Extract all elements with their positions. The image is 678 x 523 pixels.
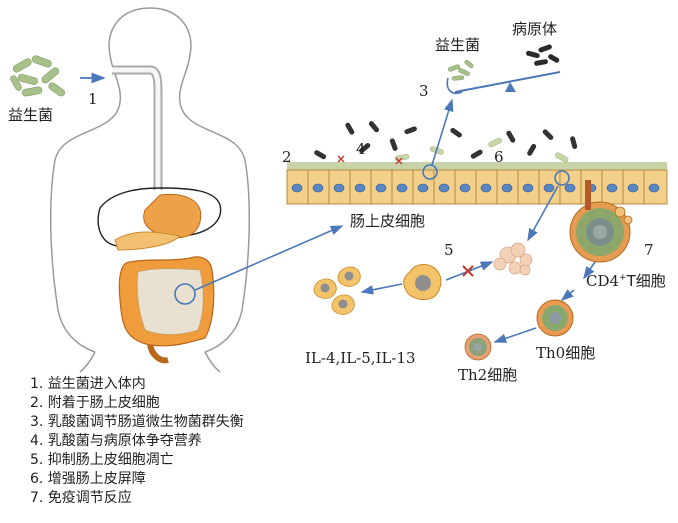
inhibit-crosses-surface: [337, 155, 403, 165]
legend-item-6: 6. 增强肠上皮屏障: [30, 471, 146, 487]
label-intestinal-epithelium: 肠上皮细胞: [350, 212, 426, 230]
label-number-3: 3: [419, 82, 429, 100]
cd4-superscript: +: [619, 273, 627, 283]
label-cd4-t-cell: CD4+T细胞: [586, 274, 666, 289]
intestine-focus-circle: [174, 283, 196, 305]
arrow-th0-to-th2: [493, 327, 537, 343]
pathogen-cluster-top: [526, 44, 560, 66]
pancreas: [114, 231, 182, 251]
legend-item-2: 2. 附着于肠上皮细胞: [30, 395, 160, 411]
probiotic-cluster-left: [10, 55, 66, 97]
arrow-to-apoptotic-cell: [527, 185, 559, 242]
cd4-prefix: CD4: [586, 272, 620, 290]
th0-cell: [536, 299, 574, 337]
apoptotic-cell: [493, 242, 533, 276]
label-th0-cell: Th0细胞: [536, 344, 596, 362]
epithelium-focus-circle-a: [422, 164, 438, 180]
antigen-presenting-cell: [569, 180, 633, 263]
intestinal-epithelium-strip: [286, 162, 668, 205]
arrow-7: [583, 261, 596, 280]
label-number-5: 5: [444, 241, 454, 259]
th2-cell: [464, 333, 492, 361]
inhibit-cross-5: [462, 265, 474, 277]
balance-seesaw: [446, 71, 561, 94]
arrow-3: [431, 98, 454, 166]
label-probiotic-left: 益生菌: [8, 106, 54, 124]
legend-item-4: 4. 乳酸菌与病原体争夺营养: [30, 433, 202, 449]
human-body-outline: [49, 7, 251, 373]
epithelial-cell-cluster: [313, 266, 361, 315]
label-probiotic-top: 益生菌: [435, 36, 481, 54]
legend-item-7: 7. 免疫调节反应: [30, 490, 132, 506]
label-number-1: 1: [88, 90, 98, 108]
stomach: [143, 193, 202, 239]
label-number-6: 6: [494, 148, 504, 166]
label-th2-cell: Th2细胞: [458, 366, 518, 384]
legend-item-1: 1. 益生菌进入体内: [30, 376, 146, 392]
label-number-4: 4: [356, 140, 366, 158]
pathogen-rods: [314, 121, 578, 160]
label-number-2: 2: [282, 148, 292, 166]
cd4-suffix: T细胞: [626, 272, 666, 290]
legend-list: 1. 益生菌进入体内 2. 附着于肠上皮细胞 3. 乳酸菌调节肠道微生物菌群失衡…: [30, 375, 360, 508]
legend-item-3: 3. 乳酸菌调节肠道微生物菌群失衡: [30, 414, 244, 430]
arrow-5-to-cluster: [360, 283, 403, 295]
label-interleukins: IL-4,IL-5,IL-13: [305, 349, 416, 367]
arrow-intestine-to-epithelium: [194, 225, 344, 291]
probiotic-cluster-top: [447, 59, 474, 81]
arrow-cd4-to-th0: [560, 289, 575, 302]
label-pathogen-top: 病原体: [512, 20, 558, 38]
label-number-7: 7: [644, 241, 654, 259]
probiotic-rods-surface: [394, 137, 569, 163]
epithelial-cell-5: [403, 264, 442, 301]
legend-item-5: 5. 抑制肠上皮细胞凋亡: [30, 452, 174, 468]
epithelium-focus-circle-b: [554, 170, 570, 186]
